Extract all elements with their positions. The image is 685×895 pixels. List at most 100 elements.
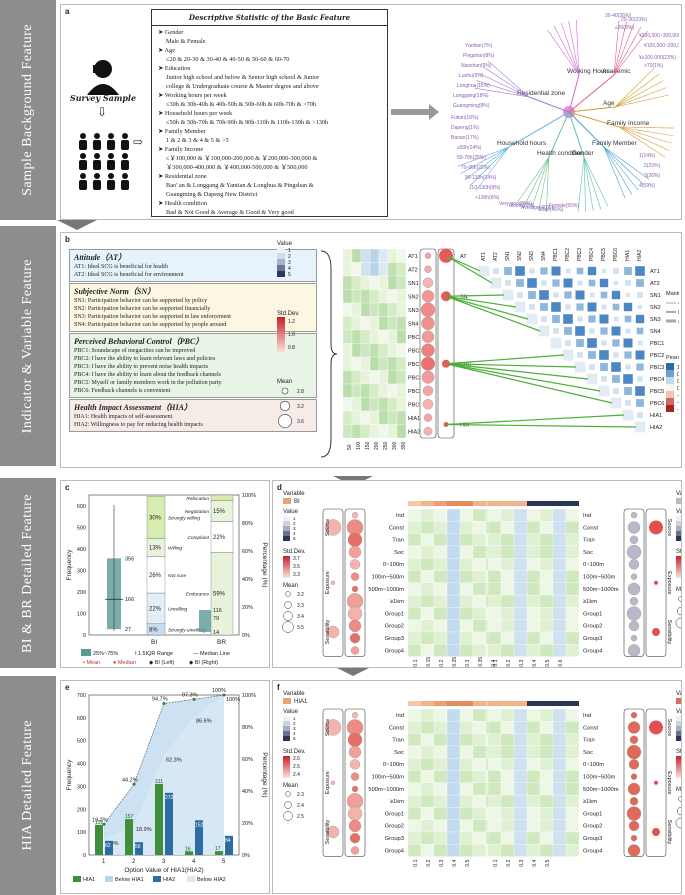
legend-title: Value — [283, 509, 299, 515]
corr-cell — [623, 338, 633, 348]
corr-cell — [634, 421, 646, 433]
heatmap-cell — [387, 383, 398, 398]
table-heading: ➤ Family Member — [158, 128, 206, 135]
row-label: 500m~1000m — [583, 587, 619, 593]
heatmap-cell — [433, 644, 448, 657]
row-label: SN2 — [408, 295, 419, 301]
network-leaf: ¥100,000~200,000(28%) — [644, 43, 679, 49]
y2-tick: 100% — [242, 493, 256, 499]
stddev-mean-circle — [423, 413, 433, 422]
header-swatch — [540, 701, 553, 706]
value-swatch — [283, 521, 290, 526]
stddev-mean-circle — [629, 797, 639, 806]
group-label: HIA — [460, 423, 470, 429]
br-category-label: Relocation — [186, 496, 209, 502]
heatmap-cell — [407, 558, 422, 571]
heatmap-cell — [387, 424, 398, 439]
network-edge — [618, 126, 674, 137]
corr-cell — [493, 268, 499, 274]
stddev-mean-circle — [351, 585, 359, 593]
heatmap-cell — [539, 619, 554, 633]
value-tick: 1 — [293, 716, 296, 721]
indicator-item: PBC2: I have the ability to learn releva… — [74, 356, 216, 362]
heatmap-cell — [446, 758, 461, 771]
heatmap-cell — [513, 721, 528, 734]
bar-hia2 — [135, 842, 143, 855]
group-circle — [649, 720, 663, 735]
heatmap-cell — [369, 383, 380, 398]
legend-label: 25%~75% — [93, 651, 118, 657]
network-leaf: >70(1%) — [644, 63, 663, 69]
corr-cell — [635, 350, 645, 360]
network-edge — [474, 87, 530, 98]
heatmap-cell — [396, 302, 407, 317]
x-tick: 0.3 — [519, 859, 525, 866]
value-swatch — [283, 536, 290, 541]
value-swatch — [676, 731, 681, 736]
value-swatch — [676, 536, 681, 541]
heatmap-cell — [500, 721, 515, 734]
x-tick: 0.6 — [558, 659, 564, 666]
mean-circle — [676, 606, 681, 616]
heatmap-cell — [407, 782, 422, 796]
y2-tick: 40% — [242, 577, 253, 583]
stddev-mean-circle — [347, 606, 363, 621]
network-edge — [547, 29, 580, 76]
heatmap-cell — [513, 708, 528, 722]
y2-tick: 80% — [242, 725, 253, 731]
heatmap-cell — [552, 831, 567, 845]
header-swatch — [408, 501, 421, 506]
mean-circle — [678, 796, 681, 802]
mean-tick: 2.8 — [297, 389, 304, 395]
heatmap-cell — [396, 424, 407, 439]
heatmap-cell — [487, 607, 502, 620]
y-tick: 400 — [77, 762, 86, 768]
row-label: ≥1km — [583, 599, 597, 605]
network-edge — [614, 68, 655, 108]
stddev-mean-circle — [422, 277, 434, 288]
legend-title: Value — [283, 709, 299, 715]
person-head-icon — [94, 173, 100, 179]
bi-percentage-label: 8% — [149, 627, 158, 633]
row-label: 0~100m — [383, 762, 404, 768]
heatmap-cell — [360, 356, 371, 371]
heatmap-cell — [539, 794, 554, 808]
row-label: Group4 — [583, 648, 603, 654]
cumulative-point — [162, 701, 166, 705]
table-value: ≤50h & 50h-70h & 70h-90h & 90h-110h & 11… — [166, 119, 329, 126]
corr-cell — [575, 326, 585, 336]
y-tick: 400 — [77, 547, 86, 553]
heatmap-cell — [369, 343, 380, 358]
value-swatch — [283, 716, 290, 721]
heatmap-cell — [433, 831, 448, 845]
heatmap-cell — [513, 619, 528, 633]
mantel-line — [445, 363, 589, 380]
corr-cell — [587, 266, 597, 276]
legend-title-mean: Mean — [277, 379, 293, 385]
person-head-icon — [122, 173, 128, 179]
variable-swatch — [283, 698, 291, 704]
bar-hia1 — [95, 824, 103, 855]
corr-cell — [622, 409, 634, 421]
stddev-mean-circle — [348, 545, 362, 559]
heatmap-cell — [500, 631, 515, 645]
col-label: 50 — [347, 444, 353, 450]
corr-row-label: SN3 — [650, 317, 661, 323]
heatmap-cell — [369, 410, 380, 425]
heatmap-cell — [565, 831, 580, 845]
corr-cell — [624, 267, 632, 275]
heatmap-cell — [433, 844, 448, 857]
network-edge — [568, 20, 580, 76]
cumulative-label: 86.6% — [196, 718, 212, 724]
heatmap-cell — [378, 343, 389, 358]
bi-br-heatmap: VariableBIValue12345Std.Dev.3.73.53.3Mea… — [282, 491, 681, 667]
heatmap-cell — [472, 607, 487, 620]
cumulative-label: 44.2% — [122, 777, 138, 783]
y-axis-label: Frequency — [66, 549, 73, 580]
header-swatch — [566, 701, 579, 706]
pearson-tick: 1.0 — [677, 365, 679, 371]
heatmap-cell — [539, 819, 554, 833]
heatmap-cell — [539, 521, 554, 534]
heatmap-cell — [472, 508, 487, 522]
heatmap-cell — [420, 533, 435, 547]
